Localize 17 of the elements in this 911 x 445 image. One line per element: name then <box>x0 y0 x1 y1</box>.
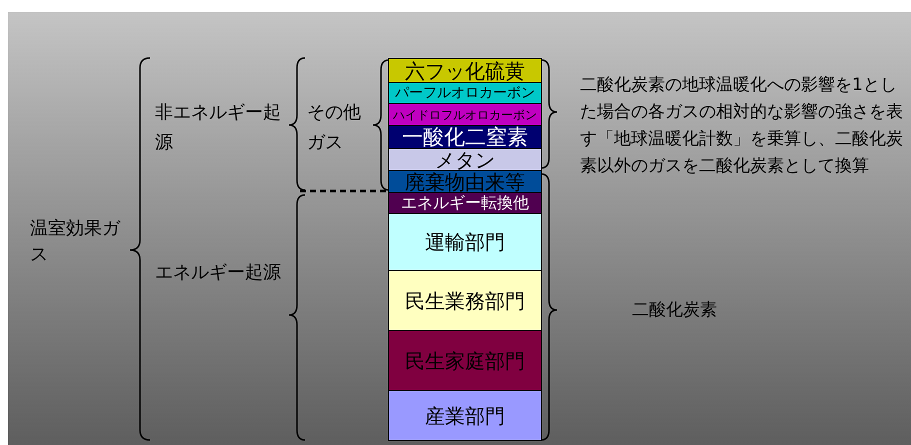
bar-segment: 産業部門 <box>388 390 542 441</box>
bar-segment: エネルギー転換他 <box>388 192 542 214</box>
text-label: 二酸化炭素の地球温暖化への影響を1とした場合の各ガスの相対的な影響の強さを表す「地球温暖化計数」を乗算し、二酸化炭素以外のガスを二酸化炭素として換算 <box>580 74 904 178</box>
text-label: 二酸化炭素 <box>632 299 718 322</box>
bar-segment: 廃棄物由来等 <box>388 170 542 193</box>
bar-segment: パーフルオロカーボン <box>388 82 542 104</box>
bar-segment: 民生家庭部門 <box>388 330 542 391</box>
bar-segment: 民生業務部門 <box>388 270 542 331</box>
bar-segment: 六フッ化硫黄 <box>388 58 542 83</box>
bar-segment: メタン <box>388 148 542 171</box>
bar-segment: 一酸化二窒素 <box>388 125 542 149</box>
text-label: 非エネルギー起源 <box>155 101 282 155</box>
text-label: エネルギー起源 <box>155 261 282 285</box>
text-label: 温室効果ガス <box>30 217 122 267</box>
text-label: その他ガス <box>307 101 362 155</box>
bar-segment: 運輸部門 <box>388 213 542 271</box>
bar-segment: ハイドロフルオロカーボン <box>388 103 542 126</box>
